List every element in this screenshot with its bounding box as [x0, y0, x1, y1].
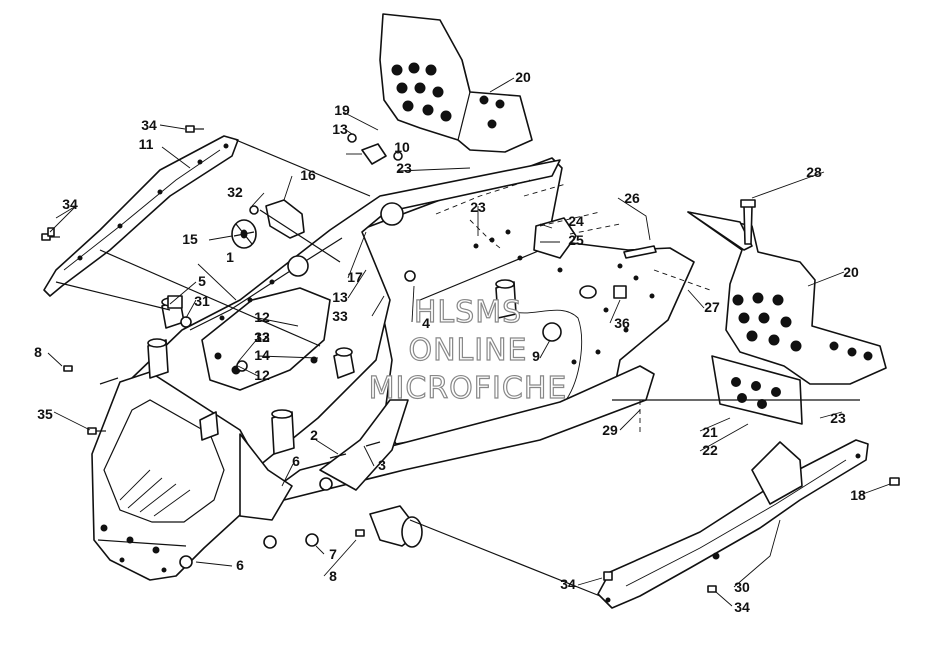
callout-16: 16 — [300, 167, 316, 183]
callout-8: 8 — [329, 568, 337, 584]
callout-9: 9 — [532, 348, 540, 364]
callout-36: 36 — [614, 315, 630, 331]
callout-32: 32 — [227, 184, 243, 200]
plate-24 — [533, 217, 577, 259]
callout-23: 23 — [396, 160, 412, 176]
callout-5: 5 — [198, 273, 206, 289]
bolt-28 — [740, 199, 756, 245]
callout-28: 28 — [806, 164, 822, 180]
callout-13: 13 — [332, 289, 348, 305]
pulley-14 — [231, 219, 257, 249]
bracket-22 — [711, 355, 803, 425]
callout-30: 30 — [734, 579, 750, 595]
callout-29: 29 — [602, 422, 618, 438]
callout-23: 23 — [470, 199, 486, 215]
plate-26 — [623, 245, 657, 259]
callout-21: 21 — [702, 424, 718, 440]
callout-33: 33 — [332, 308, 348, 324]
callout-12: 12 — [254, 367, 270, 383]
lower-tube-frame — [269, 365, 655, 548]
assembly-lines — [55, 139, 860, 597]
callout-25: 25 — [568, 232, 584, 248]
callout-14: 14 — [254, 347, 270, 363]
rail-30 — [597, 439, 869, 609]
callout-12: 12 — [254, 309, 270, 325]
callout-11: 11 — [139, 136, 154, 152]
callout-20: 20 — [515, 69, 531, 85]
footrest-20-upper — [379, 13, 533, 153]
callout-3: 3 — [378, 457, 386, 473]
callout-34: 34 — [141, 117, 157, 133]
rail-11 — [43, 135, 239, 297]
callout-34: 34 — [734, 599, 750, 615]
callout-12: 12 — [254, 329, 270, 345]
callout-8: 8 — [34, 344, 42, 360]
callout-19: 19 — [334, 102, 350, 118]
callout-4: 4 — [422, 315, 430, 331]
callout-2: 2 — [310, 427, 318, 443]
callout-34: 34 — [560, 576, 576, 592]
callout-20: 20 — [843, 264, 859, 280]
bracket-17 — [361, 143, 387, 165]
callout-6: 6 — [236, 557, 244, 573]
front-bulkhead — [91, 371, 293, 581]
watermark: HLSMS ONLINE MICROFICHE — [368, 294, 568, 406]
bracket-15 — [265, 199, 305, 239]
callout-24: 24 — [568, 213, 584, 229]
hardware-small — [41, 125, 900, 593]
callout-35: 35 — [37, 406, 53, 422]
callout-18: 18 — [850, 487, 866, 503]
callout-31: 31 — [194, 293, 210, 309]
callout-27: 27 — [704, 299, 720, 315]
watermark-line-2: ONLINE — [408, 333, 527, 368]
callout-22: 22 — [702, 442, 718, 458]
footrest-20-right — [687, 211, 887, 385]
callout-34: 34 — [62, 196, 78, 212]
callout-15: 15 — [182, 231, 198, 247]
callout-6: 6 — [292, 453, 300, 469]
callout-1: 1 — [226, 249, 234, 265]
callout-33: 33 — [254, 329, 270, 345]
watermark-line-1: HLSMS — [414, 295, 522, 330]
callout-17: 17 — [347, 269, 363, 285]
callout-10: 10 — [394, 139, 410, 155]
callout-23: 23 — [830, 410, 846, 426]
leader-lines — [47, 77, 891, 607]
callout-13: 13 — [332, 121, 348, 137]
chassis-right-panel — [359, 157, 695, 445]
watermark-line-3: MICROFICHE — [369, 371, 568, 406]
callout-7: 7 — [329, 546, 337, 562]
callout-26: 26 — [624, 190, 640, 206]
